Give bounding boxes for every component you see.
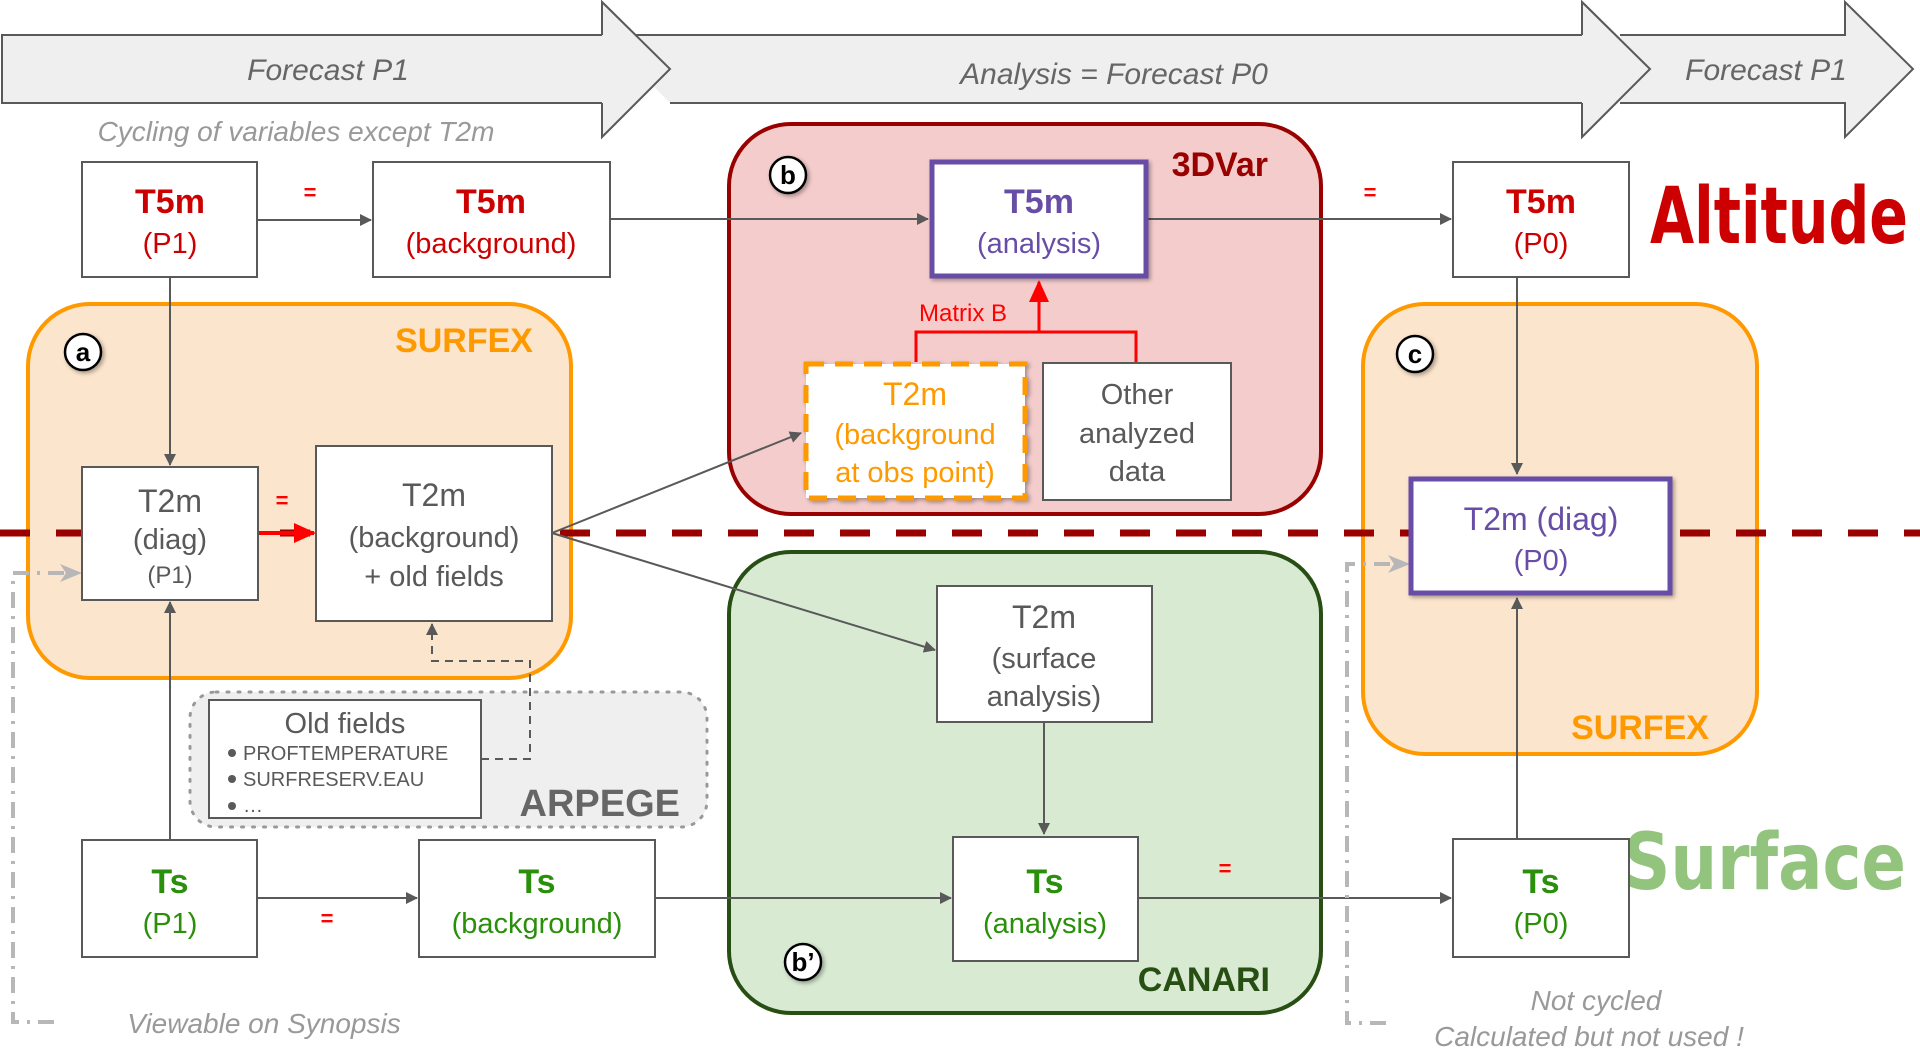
- svg-text:c: c: [1408, 339, 1422, 369]
- equals-label: =: [304, 180, 317, 205]
- node-ts-p0[interactable]: Ts (P0): [1452, 838, 1630, 958]
- node-title: Ts: [1026, 863, 1063, 901]
- node-line-2: analyzed: [1079, 418, 1195, 450]
- node-t2m-surface-analysis[interactable]: T2m (surface analysis): [936, 585, 1153, 723]
- node-subtitle: (P0): [1514, 908, 1569, 940]
- node-subtitle: (background): [349, 522, 520, 554]
- equals-label: =: [1364, 180, 1377, 205]
- node-title: T2m (diag): [1464, 501, 1619, 537]
- badge-b-prime: b’: [783, 942, 823, 982]
- node-subtitle: (background): [406, 228, 577, 260]
- bullet-icon: [228, 775, 236, 783]
- node-subtitle: (analysis): [983, 908, 1107, 940]
- node-t2m-diag-p0[interactable]: T2m (diag) (P0): [1408, 476, 1673, 596]
- edge-t2m-bg-to-obs: [551, 431, 802, 534]
- node-title: T5m: [135, 183, 205, 221]
- timeline: Forecast P1 Analysis = Forecast P0 Forec…: [1, 0, 1915, 147]
- node-title: Ts: [151, 863, 188, 901]
- node-line-1: Other: [1101, 379, 1174, 411]
- phase-arrow-forecast-p1-next: [1620, 0, 1915, 140]
- connectors: [11, 213, 1523, 1025]
- node-subtitle: (P0): [1514, 228, 1569, 260]
- svg-text:a: a: [76, 337, 91, 367]
- node-title: T2m: [883, 376, 947, 412]
- phase-label-analysis: Analysis = Forecast P0: [958, 58, 1268, 91]
- node-subtitle: (P1): [143, 228, 198, 260]
- node-subtitle: (P0): [1514, 545, 1569, 577]
- 3dvar-label: 3DVar: [1172, 146, 1268, 184]
- node-ts-p1[interactable]: Ts (P1): [81, 839, 258, 958]
- cycling-note: Cycling of variables except T2m: [98, 116, 495, 147]
- canari-label: CANARI: [1138, 961, 1270, 999]
- surfex-c-label: SURFEX: [1571, 709, 1709, 747]
- matrix-b-bracket: [914, 330, 1138, 362]
- node-title: T5m: [1004, 183, 1074, 221]
- svg-text:b: b: [780, 160, 796, 190]
- badge-c: c: [1395, 334, 1435, 374]
- node-title: T2m: [402, 477, 466, 513]
- surface-label: Surface: [1623, 818, 1906, 908]
- node-t5m-analysis[interactable]: T5m (analysis): [929, 159, 1149, 279]
- not-cycled-note: Not cycled: [1531, 985, 1663, 1016]
- equals-label: =: [321, 906, 334, 931]
- node-subtitle: (P1): [143, 908, 198, 940]
- not-used-note: Calculated but not used !: [1434, 1021, 1744, 1049]
- old-field-item: PROFTEMPERATURE: [243, 743, 448, 765]
- bullet-icon: [228, 802, 236, 810]
- bullet-icon: [228, 749, 236, 757]
- edge-t2m-bg-to-surface-analysis: [551, 532, 936, 653]
- node-subtitle-2: at obs point): [835, 457, 995, 489]
- phase-label-forecast-p1: Forecast P1: [247, 54, 409, 87]
- viewable-note: Viewable on Synopsis: [127, 1008, 400, 1039]
- old-field-item: …: [243, 795, 263, 817]
- equals-label: =: [276, 488, 289, 513]
- matrix-b-label: Matrix B: [919, 300, 1007, 327]
- node-ts-background[interactable]: Ts (background): [418, 839, 656, 958]
- node-line-3: data: [1109, 456, 1166, 488]
- node-t5m-p1[interactable]: T5m (P1): [81, 161, 258, 278]
- edge-old-fields-to-t2m-bg: [426, 623, 531, 760]
- node-subtitle: (background: [834, 419, 995, 451]
- node-title: Ts: [1522, 863, 1559, 901]
- node-subtitle-2: + old fields: [364, 561, 503, 593]
- svg-text:b’: b’: [791, 947, 814, 977]
- node-title: T2m: [1012, 599, 1076, 635]
- badge-a: a: [63, 332, 103, 372]
- node-title: T2m: [138, 483, 202, 519]
- phase-label-forecast-p1-next: Forecast P1: [1685, 54, 1847, 87]
- node-subtitle: (diag): [133, 524, 207, 556]
- node-title: T5m: [456, 183, 526, 221]
- node-title: Old fields: [285, 708, 406, 740]
- edge-synopsis-right: [1345, 555, 1410, 1025]
- arpege-label: ARPEGE: [520, 783, 680, 825]
- node-subtitle: (background): [452, 908, 623, 940]
- node-other-analyzed-data[interactable]: Other analyzed data: [1042, 362, 1232, 501]
- node-t2m-background[interactable]: T2m (background) + old fields: [315, 445, 553, 622]
- altitude-label: Altitude: [1650, 172, 1908, 262]
- node-t2m-background-at-obs[interactable]: T2m (background at obs point): [803, 361, 1028, 501]
- equals-label: =: [1219, 856, 1232, 881]
- node-subtitle-2: analysis): [987, 681, 1101, 713]
- badge-b: b: [768, 155, 808, 195]
- surfex-a-label: SURFEX: [395, 322, 533, 360]
- node-title: T5m: [1506, 183, 1576, 221]
- node-t5m-p0[interactable]: T5m (P0): [1452, 161, 1630, 278]
- node-title: Ts: [518, 863, 555, 901]
- node-ts-analysis[interactable]: Ts (analysis): [952, 836, 1139, 962]
- old-field-item: SURFRESERV.EAU: [243, 769, 424, 791]
- node-subtitle: (analysis): [977, 228, 1101, 260]
- node-subtitle: (surface: [992, 643, 1097, 675]
- node-t5m-background[interactable]: T5m (background): [372, 161, 611, 278]
- node-old-fields[interactable]: Old fields PROFTEMPERATURE SURFRESERV.EA…: [208, 699, 482, 819]
- node-t2m-diag-p1[interactable]: T2m (diag) (P1): [81, 466, 259, 601]
- node-subtitle-2: (P1): [147, 562, 192, 589]
